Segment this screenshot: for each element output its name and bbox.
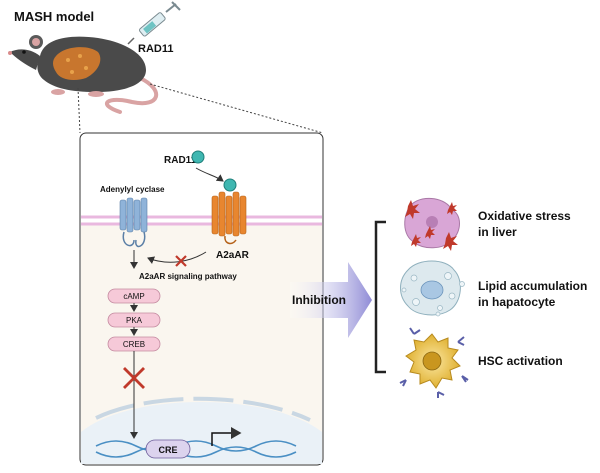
hsc-cell-icon <box>399 327 469 398</box>
dna-strand-icon <box>95 440 297 458</box>
step-camp-label: cAMP <box>123 292 144 301</box>
zoom-line-left <box>77 87 81 134</box>
enzyme-label: Adenylyl cyclase <box>100 185 165 194</box>
model-title: MASH model <box>14 9 94 24</box>
receptor-icon <box>211 191 247 245</box>
outcome-3-line1: HSC activation <box>478 354 563 368</box>
receptor-to-cyclase-arrow <box>147 251 207 264</box>
pathway-label: A2aAR signaling pathway <box>139 272 237 281</box>
bound-ligand-icon <box>223 178 237 192</box>
syringe-icon <box>127 1 181 45</box>
outcome-1-line1: Oxidative stress <box>478 209 571 223</box>
liver-icon <box>53 47 101 80</box>
receptor-label: A2aAR <box>216 250 250 261</box>
inhibit-x-icon-1 <box>175 255 187 267</box>
step-camp: cAMP <box>107 288 161 304</box>
step-creb: CREB <box>107 336 161 352</box>
step-pka-label: PKA <box>126 316 143 325</box>
step-pka: PKA <box>107 312 161 328</box>
ligand-label: RAD11 <box>164 155 197 166</box>
zoom-line-right <box>149 83 324 134</box>
lipid-cell-icon <box>400 260 465 317</box>
outcome-2-line2: in hapatocyte <box>478 295 556 309</box>
inhibition-label: Inhibition <box>292 293 346 307</box>
outcome-bracket <box>374 220 386 374</box>
adenylyl-cyclase-icon <box>119 197 148 248</box>
cre-element: CRE <box>145 439 191 459</box>
step-creb-label: CREB <box>123 340 145 349</box>
inhibition-arrow <box>290 262 372 338</box>
drug-label: RAD11 <box>138 43 173 55</box>
transcription-start-arrow <box>211 427 242 446</box>
outcome-1-line2: in liver <box>478 225 517 239</box>
cre-label: CRE <box>158 445 177 455</box>
oxidative-cell-icon <box>404 197 460 251</box>
outcome-2-line1: Lipid accumulation <box>478 279 587 293</box>
ligand-molecule-icon <box>191 150 205 164</box>
inhibit-x-icon-2 <box>123 367 145 389</box>
binding-arrow <box>195 167 224 182</box>
